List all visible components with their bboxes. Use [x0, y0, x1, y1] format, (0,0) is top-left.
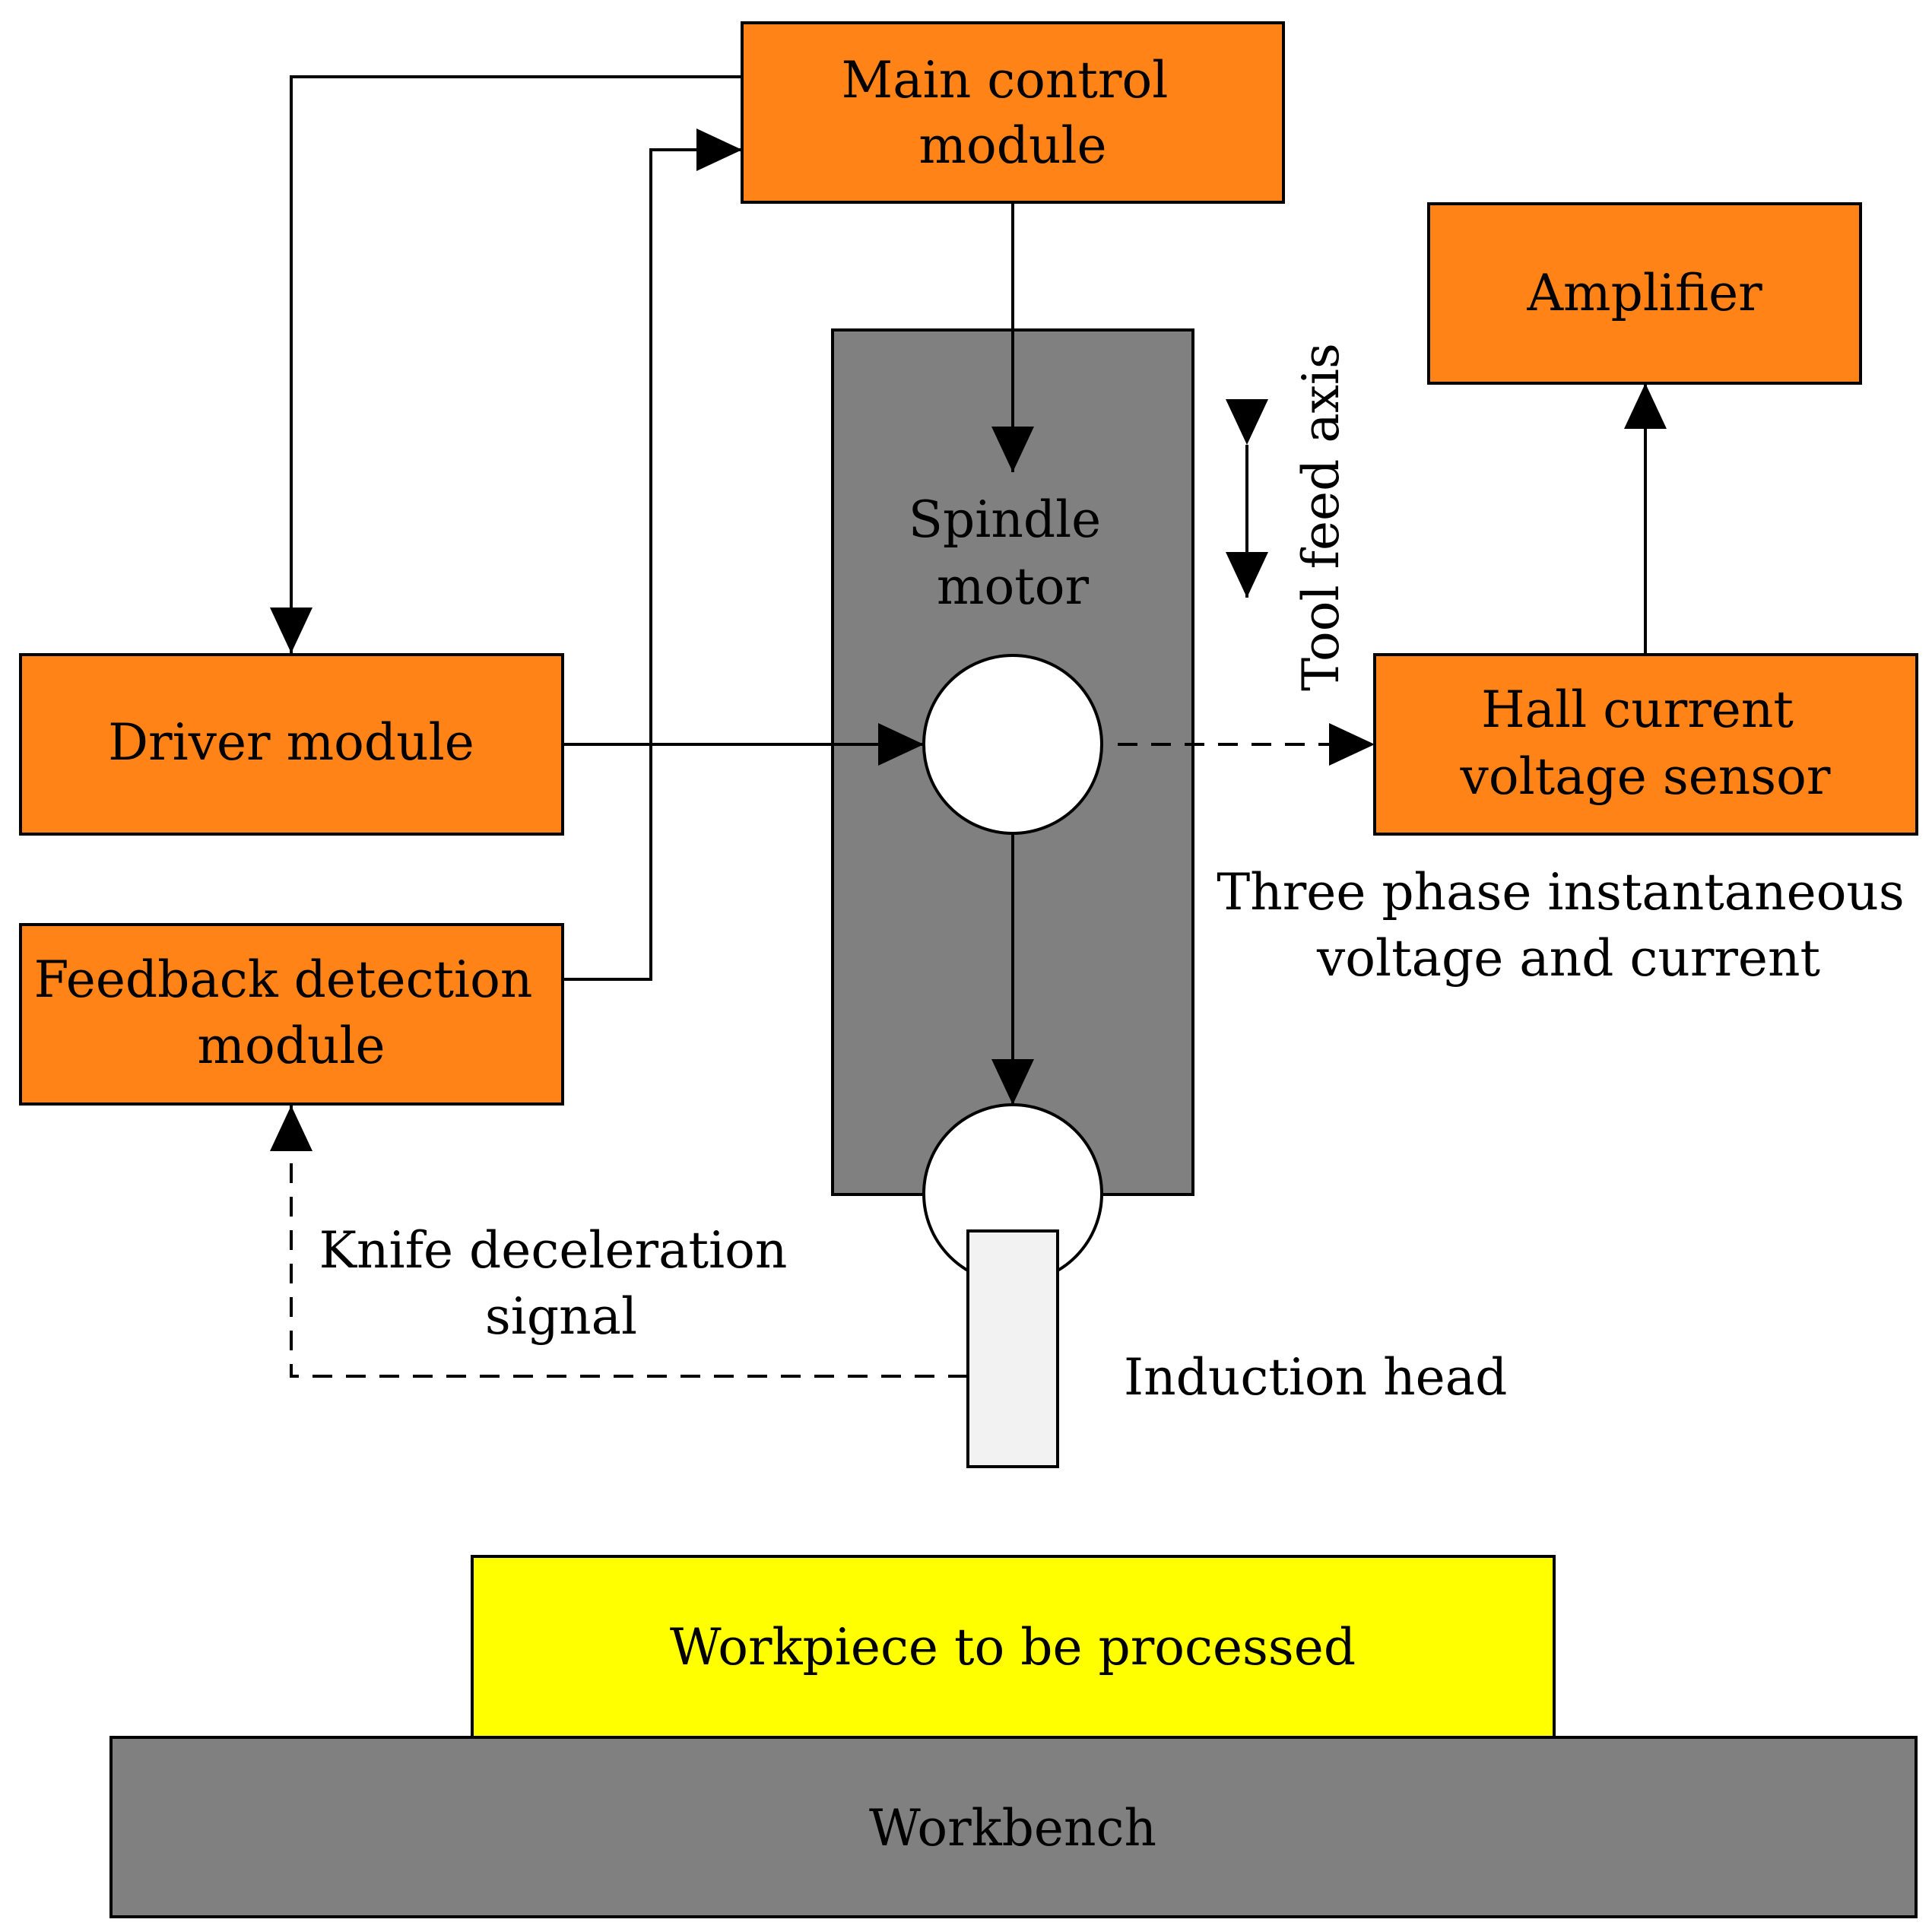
three-phase-label: Three phase instantaneous voltage and cu… — [1217, 863, 1921, 988]
driver-module-label: Driver module — [108, 713, 474, 772]
feedback-detection-module-box — [19, 923, 564, 1106]
tool-feed-axis-label: Tool feed axis — [1292, 343, 1350, 691]
driver-module-box — [19, 653, 564, 836]
hall-sensor-box — [1373, 653, 1918, 836]
amplifier-label: Amplifier — [1526, 264, 1762, 322]
motor-rotor-circle — [922, 654, 1103, 835]
induction-head-box — [966, 1229, 1059, 1468]
workpiece-box — [471, 1555, 1556, 1739]
feedback-to-main-connector — [563, 128, 742, 981]
amplifier-box — [1427, 202, 1862, 385]
main-to-driver-connector — [270, 75, 742, 653]
induction-to-feedback-dashed-arrow — [270, 1106, 968, 1378]
spindle-motor-label: Spindle motor — [909, 490, 1117, 616]
induction-head-label: Induction head — [1124, 1348, 1507, 1407]
main-control-module-label: Main control module — [842, 51, 1185, 175]
knife-deceleration-signal-label: Knife deceleration signal — [319, 1221, 804, 1346]
main-control-module-box — [741, 21, 1285, 204]
workbench-box — [109, 1736, 1918, 1918]
hall-sensor-label: Hall current voltage sensor — [1460, 680, 1831, 806]
workbench-label: Workbench — [869, 1799, 1156, 1857]
feedback-detection-module-label: Feedback detection module — [34, 950, 549, 1075]
workpiece-label: Workpiece to be processed — [670, 1618, 1356, 1677]
